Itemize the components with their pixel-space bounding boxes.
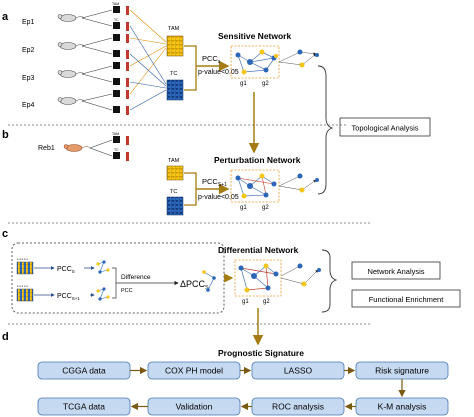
svg-text:Validation: Validation bbox=[176, 402, 213, 412]
topological-brace bbox=[317, 65, 334, 195]
sample-squares bbox=[113, 6, 120, 113]
step-cgga-data: CGGA data bbox=[37, 361, 131, 380]
g1-label-c: g1 bbox=[242, 299, 249, 305]
sensitive-network-graph: g1 g2 bbox=[230, 45, 319, 87]
expression-vectors bbox=[126, 6, 129, 115]
tc-label: TC bbox=[170, 71, 177, 77]
differential-network-graph: g1 g2 bbox=[234, 259, 321, 305]
g2-label-b: g2 bbox=[262, 205, 269, 211]
g1-label-b: g1 bbox=[240, 205, 247, 211]
pvalue-label-b: p-value<0.05 bbox=[198, 194, 239, 201]
svg-text:COX PH model: COX PH model bbox=[165, 366, 223, 376]
tam-label: TAM bbox=[168, 26, 180, 32]
sample-label-reb1: Reb1 bbox=[38, 145, 55, 152]
topological-analysis-label: Topological Analysis bbox=[351, 124, 418, 133]
panel-label-b: b bbox=[2, 129, 9, 141]
pcc-s1-bottom: PCCS+1 bbox=[57, 293, 80, 301]
step-cox-ph-model: COX PH model bbox=[147, 361, 241, 380]
g1-label: g1 bbox=[240, 81, 247, 87]
svg-text:TAM: TAM bbox=[112, 2, 119, 6]
difference-dashed-box bbox=[11, 242, 225, 314]
mouse-icon bbox=[57, 14, 85, 22]
svg-text:Risk signature: Risk signature bbox=[375, 366, 429, 376]
svg-text:TC: TC bbox=[114, 148, 119, 152]
mouse-icon bbox=[57, 70, 85, 78]
mouse-icon bbox=[57, 42, 85, 50]
tc-matrix-b bbox=[166, 196, 184, 216]
perturbation-network-title: Perturbation Network bbox=[214, 155, 301, 165]
svg-text:TAM: TAM bbox=[112, 132, 119, 136]
delta-pcc-label: ΔPCCS bbox=[180, 279, 209, 291]
pcc-s1-label: PCCS+1 bbox=[202, 177, 227, 188]
sample-label-ep1: Ep1 bbox=[22, 19, 35, 26]
panel-a: Ep1 Ep2 Ep3 Ep4 bbox=[22, 2, 319, 154]
matrix-s bbox=[16, 261, 34, 275]
panel-label-a: a bbox=[2, 11, 9, 23]
mini-graph-bottom bbox=[96, 287, 110, 301]
svg-text:TC: TC bbox=[114, 18, 119, 22]
functional-enrichment-label: Functional Enrichment bbox=[369, 295, 445, 304]
step-tcga-data: TCGA data bbox=[37, 397, 131, 416]
tam-correlation-matrix bbox=[166, 35, 184, 57]
network-analysis-box: Network Analysis bbox=[351, 261, 441, 280]
panel-b: Reb1 TAM TC TAM TC PCCS+1 p-value<0.05 Pe… bbox=[38, 132, 319, 216]
panel-label-d: d bbox=[2, 331, 9, 343]
tam-matrix-b bbox=[166, 165, 184, 181]
pcc-s-label: PCCs bbox=[202, 54, 221, 65]
panel-d: Prognostic Signature CGGA data COX PH mo… bbox=[37, 348, 449, 416]
functional-enrichment-box: Functional Enrichment bbox=[351, 289, 461, 308]
network-analysis-label: Network Analysis bbox=[367, 267, 424, 276]
pcc-s-top: PCCS bbox=[57, 266, 75, 274]
step-km-analysis: K-M analysis bbox=[355, 397, 449, 416]
step-risk-signature: Risk signature bbox=[355, 361, 449, 380]
step-lasso: LASSO bbox=[251, 361, 345, 380]
delta-mini-graph bbox=[202, 270, 216, 292]
panel-label-c: c bbox=[2, 228, 8, 240]
step-validation: Validation bbox=[147, 397, 241, 416]
mouse-icon bbox=[63, 144, 91, 152]
svg-text:TCGA data: TCGA data bbox=[63, 402, 105, 412]
tc-label-b: TC bbox=[170, 189, 177, 195]
panel-c: s s s s s s s s s s PCCS PCCS+1 Differenc… bbox=[11, 242, 321, 346]
tc-correlation-matrix bbox=[166, 79, 184, 101]
difference-label: Difference bbox=[121, 274, 151, 281]
topological-analysis-box: Topological Analysis bbox=[339, 117, 431, 137]
g2-label-c: g2 bbox=[263, 299, 270, 305]
tam-label-b: TAM bbox=[168, 158, 180, 164]
prognostic-signature-title: Prognostic Signature bbox=[218, 348, 304, 358]
mouse-icon bbox=[57, 97, 85, 105]
svg-text:LASSO: LASSO bbox=[284, 366, 313, 376]
differential-network-title: Differential Network bbox=[218, 245, 299, 255]
network-brace bbox=[321, 249, 338, 313]
svg-text:s s s s s: s s s s s bbox=[17, 257, 28, 261]
perturbation-network-graph: g1 g2 bbox=[230, 169, 319, 211]
svg-text:s s s s s: s s s s s bbox=[17, 284, 28, 288]
svg-text:K-M analysis: K-M analysis bbox=[378, 402, 427, 412]
sample-label-ep4: Ep4 bbox=[22, 102, 35, 109]
sample-label-ep3: Ep3 bbox=[22, 75, 35, 82]
sample-label-ep2: Ep2 bbox=[22, 47, 35, 54]
sensitive-network-title: Sensitive Network bbox=[218, 31, 291, 41]
step-roc-analysis: ROC analysis bbox=[251, 397, 345, 416]
matrix-s1 bbox=[16, 288, 34, 302]
svg-text:CGGA data: CGGA data bbox=[62, 366, 106, 376]
mini-graph-top bbox=[96, 260, 110, 274]
pvalue-label: p-value<0.05 bbox=[198, 69, 239, 76]
g2-label: g2 bbox=[262, 81, 269, 87]
ratio-label: PCC bbox=[121, 288, 133, 294]
svg-text:ROC analysis: ROC analysis bbox=[272, 402, 324, 412]
